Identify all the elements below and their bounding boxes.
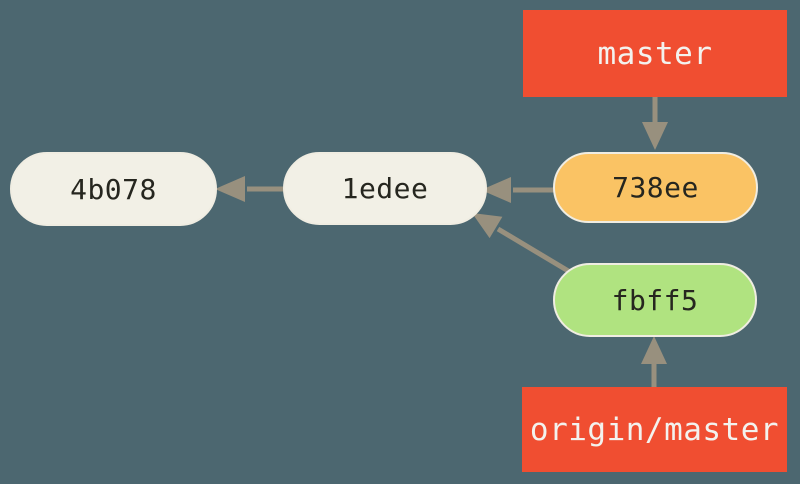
commit-label: 4b078 bbox=[70, 172, 157, 206]
commit-label: 1edee bbox=[341, 172, 429, 205]
branch-ref-label: master bbox=[597, 35, 713, 72]
commit-node-1edee: 1edee bbox=[283, 152, 487, 225]
arrow-fbff5-to-1edee bbox=[472, 213, 572, 275]
commit-label: 738ee bbox=[612, 171, 699, 204]
arrow-origin-master-to-fbff5 bbox=[641, 336, 667, 387]
commit-node-4b078: 4b078 bbox=[10, 152, 217, 226]
branch-ref-master: master bbox=[523, 10, 787, 97]
commit-node-fbff5: fbff5 bbox=[553, 263, 757, 337]
commit-node-738ee: 738ee bbox=[553, 152, 758, 223]
commit-label: fbff5 bbox=[611, 283, 699, 317]
arrow-1edee-to-4b078 bbox=[215, 176, 284, 202]
branch-ref-origin-master: origin/master bbox=[522, 387, 787, 472]
arrow-master-to-738ee bbox=[642, 97, 668, 150]
branch-ref-label: origin/master bbox=[529, 411, 780, 448]
arrow-738ee-to-1edee bbox=[481, 177, 554, 203]
